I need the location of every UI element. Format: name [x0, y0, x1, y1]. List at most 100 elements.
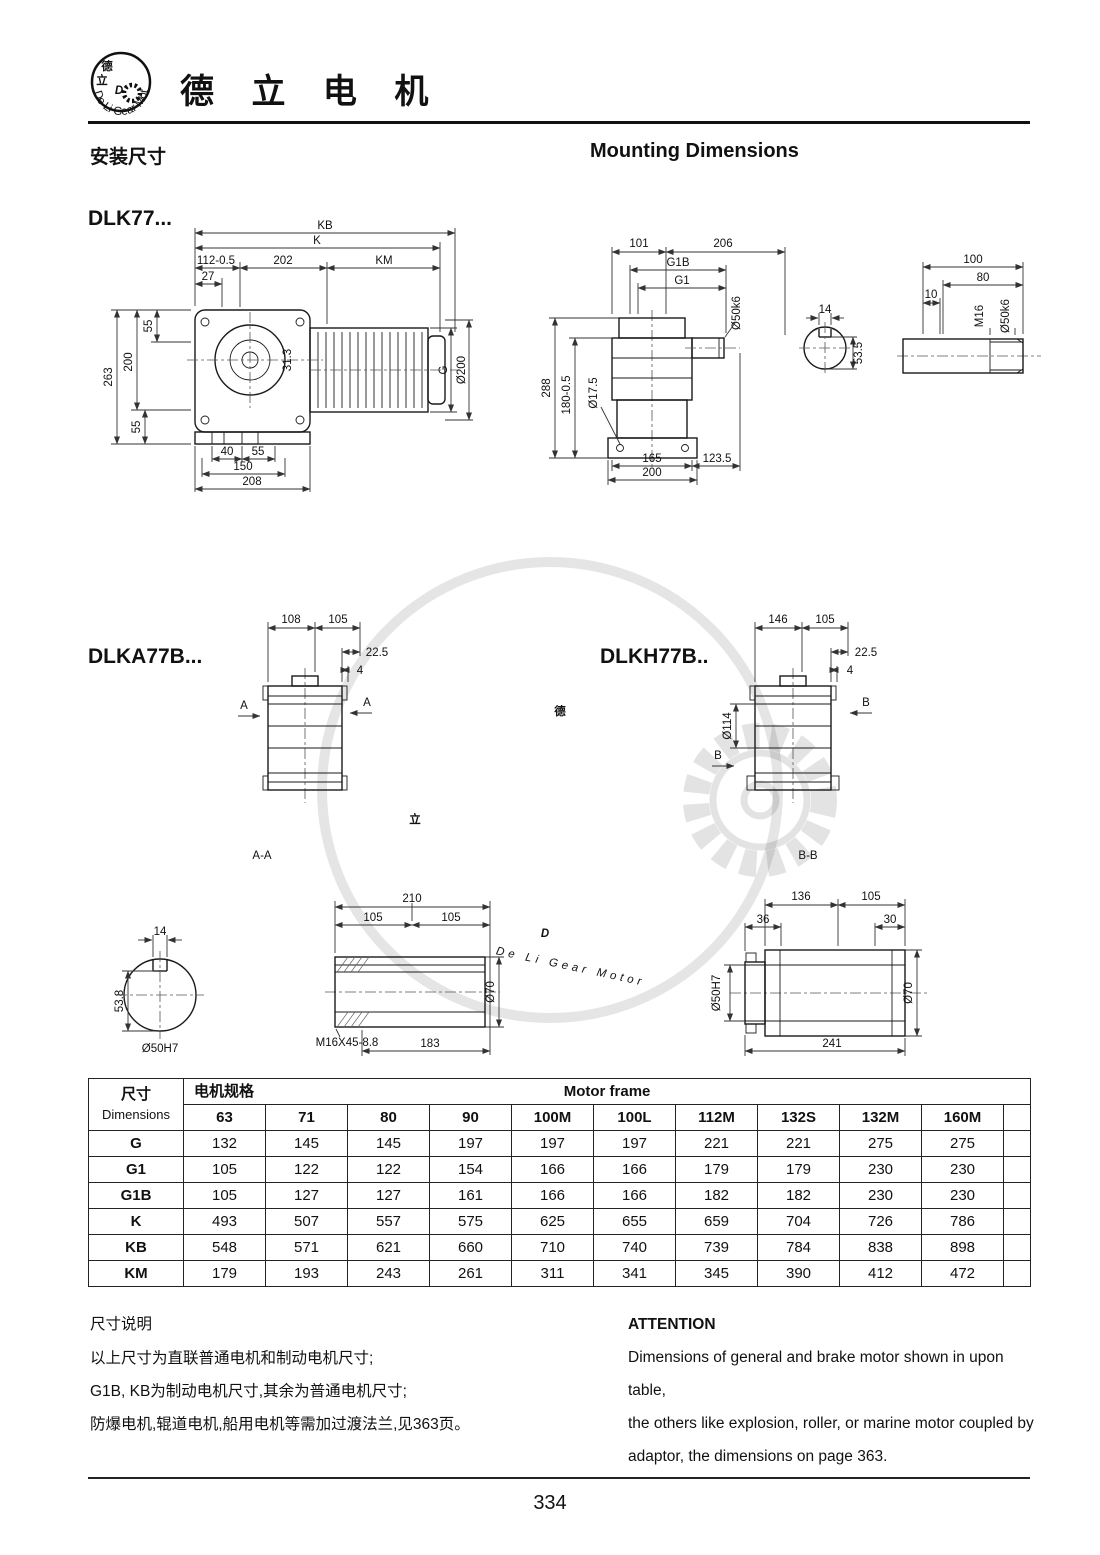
table-header-row-frames: 63 71 80 90 100M 100L 112M 132S 132M 160…: [89, 1104, 1032, 1131]
cell-value: 710: [511, 1234, 594, 1261]
logo-cn-top: 德: [100, 59, 113, 73]
dim-202: 202: [273, 255, 292, 267]
dim-80: 80: [977, 272, 990, 284]
dim-4a: 4: [357, 665, 364, 677]
cell-value: 621: [347, 1234, 430, 1261]
cell-value: 243: [347, 1260, 430, 1287]
cell-value: 166: [593, 1182, 676, 1209]
brand-name: 德 立 电 机: [180, 73, 443, 111]
cell-value: 739: [675, 1234, 758, 1261]
dim-55-bot: 55: [252, 446, 265, 458]
cell-value: 105: [183, 1156, 266, 1183]
dim-g: G: [438, 365, 450, 374]
dim-200: 200: [642, 467, 661, 479]
cell-value: 575: [429, 1208, 512, 1235]
shaft-end-view: 14 53.5: [799, 304, 865, 374]
table-row: K 493 507 557 575 625 655 659 704 726 78…: [88, 1208, 1032, 1235]
row-label: G: [88, 1130, 184, 1157]
section-mark-b1: B: [714, 750, 722, 762]
cell-value: 127: [347, 1182, 430, 1209]
dim-m16: M16: [974, 305, 986, 327]
shaft-detail-drawing: 100 80 10 M16 Ø50k6: [897, 254, 1041, 374]
side-view-dimensions: KB K 112-0.5 202 KM 27 263 200 55 55 31.…: [103, 220, 473, 493]
dlka77b-dimensions: 108 105 22.5 4 A A: [238, 614, 388, 720]
cell-value: 726: [839, 1208, 922, 1235]
dim-14-aa: 14: [154, 926, 167, 938]
col-header-100l: 100L: [593, 1104, 676, 1131]
dim-200-left: 200: [123, 352, 135, 371]
dim-dia50k6: Ø50k6: [731, 296, 743, 330]
dim-263: 263: [103, 367, 115, 386]
col-header-112m: 112M: [675, 1104, 758, 1131]
dim-180: 180-0.5: [561, 375, 573, 414]
cell-value: 230: [839, 1182, 922, 1209]
section-aa-title: A-A: [252, 850, 272, 862]
col-header-80: 80: [347, 1104, 430, 1131]
cell-value: 105: [183, 1182, 266, 1209]
col-header-132s: 132S: [757, 1104, 840, 1131]
cell-value: 704: [757, 1208, 840, 1235]
section-mark-a1: A: [240, 700, 248, 712]
watermark-cn1: 德: [553, 704, 566, 718]
cell-value: 493: [183, 1208, 266, 1235]
col-header-160m: 160M: [921, 1104, 1004, 1131]
cell-value: 838: [839, 1234, 922, 1261]
row-label: KB: [88, 1234, 184, 1261]
col-header-100m: 100M: [511, 1104, 594, 1131]
col-header-90: 90: [429, 1104, 512, 1131]
header-rule: [88, 121, 1030, 124]
cell-value: 166: [593, 1156, 676, 1183]
logo-cn-mid: 立: [96, 73, 108, 87]
dim-30: 30: [884, 914, 897, 926]
cell-value: 275: [921, 1130, 1004, 1157]
dim-km: KM: [375, 255, 392, 267]
motor-frame-label-en: Motor frame: [563, 1082, 651, 1100]
dim-22-5h: 22.5: [855, 647, 877, 659]
cell-blank: [1002, 1182, 1032, 1209]
cell-value: 571: [265, 1234, 348, 1261]
front-view-outline: [607, 310, 740, 470]
table-row: G1 105 122 122 154 166 166 179 179 230 2…: [88, 1156, 1032, 1183]
dim-dia50k6-2: Ø50k6: [1000, 299, 1012, 333]
dim-206: 206: [713, 238, 732, 250]
cell-value: 221: [675, 1130, 758, 1157]
cell-value: 786: [921, 1208, 1004, 1235]
table-row: KB 548 571 621 660 710 740 739 784 838 8…: [88, 1234, 1032, 1261]
dim-241: 241: [822, 1038, 841, 1050]
bb-dimensions: 136 105 36 30 Ø70 Ø50H7 241: [711, 891, 922, 1056]
dim-146: 146: [768, 614, 787, 626]
motor-frame-group-header: 电机规格 Motor frame: [182, 1078, 1032, 1105]
model-label-dlk77: DLK77...: [88, 207, 173, 230]
notes-en-line: Dimensions of general and brake motor sh…: [628, 1349, 1004, 1399]
dim-dia70-bb: Ø70: [903, 982, 915, 1004]
logo-gear-icon: [121, 82, 143, 104]
dim-14: 14: [819, 304, 832, 316]
watermark-cn2: 立: [409, 812, 421, 826]
row-label: G1: [88, 1156, 184, 1183]
cell-blank: [1002, 1156, 1032, 1183]
cell-value: 655: [593, 1208, 676, 1235]
cell-value: 548: [183, 1234, 266, 1261]
dim-105-bb: 105: [861, 891, 880, 903]
cell-blank: [1002, 1208, 1032, 1235]
cell-value: 179: [183, 1260, 266, 1287]
bb-shaft-outline: [730, 949, 928, 1037]
dim-10: 10: [925, 289, 938, 301]
dim-55-base: 55: [131, 421, 143, 434]
table-header-row-group: 尺寸 Dimensions 电机规格 Motor frame: [88, 1078, 1032, 1131]
aa-shaft-cross-section: 14 53.8 Ø50H7: [114, 926, 204, 1055]
cell-value: 898: [921, 1234, 1004, 1261]
cell-value: 154: [429, 1156, 512, 1183]
cell-value: 390: [757, 1260, 840, 1287]
col-header-blank: [1002, 1104, 1032, 1131]
motor-spec-label-cn: 电机规格: [194, 1083, 255, 1100]
notes-english: ATTENTION Dimensions of general and brak…: [628, 1308, 1040, 1473]
cell-value: 311: [511, 1260, 594, 1287]
cell-value: 221: [757, 1130, 840, 1157]
cell-value: 472: [921, 1260, 1004, 1287]
dim-dia70-aa: Ø70: [485, 981, 497, 1003]
cell-value: 230: [839, 1156, 922, 1183]
dim-g1b: G1B: [666, 257, 689, 269]
dim-53-8: 53.8: [114, 990, 126, 1012]
dim-dia114: Ø114: [722, 712, 734, 740]
